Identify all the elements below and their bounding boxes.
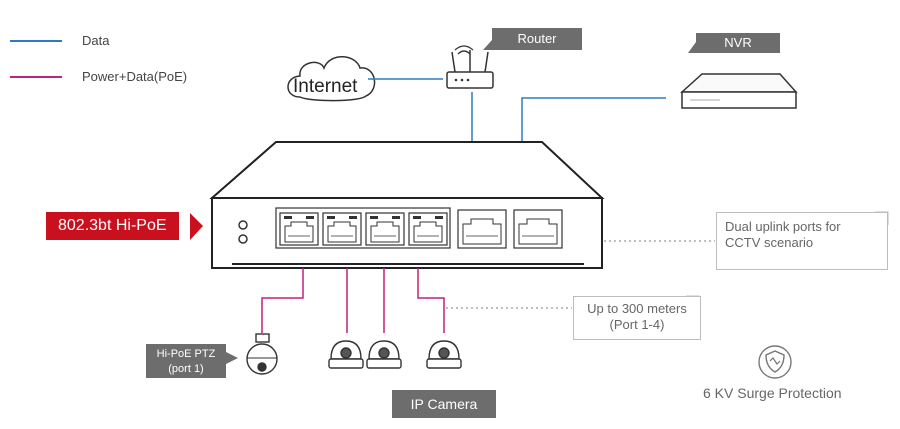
nvr-switch-link bbox=[521, 97, 666, 142]
ptz-tag-line2: (port 1) bbox=[168, 363, 204, 375]
ptz-tag-line1: Hi-PoE PTZ bbox=[156, 348, 216, 360]
ptz-tag: Hi-PoE PTZ (port 1) bbox=[146, 344, 226, 378]
nvr-label: NVR bbox=[724, 35, 752, 50]
dome-camera-icon bbox=[426, 340, 462, 369]
distance-note-line1: Up to 300 meters bbox=[587, 301, 687, 316]
ip-camera-tag: IP Camera bbox=[392, 390, 496, 418]
nvr-tag-pointer bbox=[688, 42, 706, 53]
hipoe-badge-pointer bbox=[190, 213, 203, 240]
distance-note-line2: (Port 1-4) bbox=[609, 317, 665, 332]
poe-links bbox=[261, 268, 445, 333]
internet-label: Internet bbox=[293, 76, 358, 97]
ptz-camera-icon bbox=[246, 333, 278, 375]
router-icon bbox=[446, 45, 494, 89]
uplink-note: Dual uplink ports for CCTV scenario bbox=[716, 212, 888, 270]
poe-link-port4 bbox=[417, 268, 445, 333]
nvr-tag-bg bbox=[696, 33, 780, 53]
surge-protection-label: 6 KV Surge Protection bbox=[703, 385, 842, 401]
distance-note: Up to 300 meters (Port 1-4) bbox=[573, 296, 701, 340]
poe-link-port1 bbox=[261, 268, 304, 333]
legend-poe-label: Power+Data(PoE) bbox=[82, 69, 188, 84]
cloud-icon bbox=[287, 56, 376, 102]
dome-camera-icon bbox=[366, 340, 402, 369]
nvr-icon bbox=[680, 73, 798, 109]
hipoe-badge: 802.3bt Hi-PoE bbox=[46, 212, 179, 240]
uplink-note-line1: Dual uplink ports for bbox=[725, 219, 841, 234]
dome-camera-icon bbox=[328, 340, 364, 369]
router-tag-pointer bbox=[483, 40, 502, 50]
uplink-note-line2: CCTV scenario bbox=[725, 235, 814, 250]
ptz-tag-pointer bbox=[226, 352, 238, 364]
switch-icon bbox=[209, 141, 605, 269]
router-tag-bg bbox=[492, 28, 582, 50]
router-label: Router bbox=[517, 31, 557, 46]
surge-shield-icon bbox=[758, 345, 792, 379]
legend-data-label: Data bbox=[82, 33, 110, 48]
